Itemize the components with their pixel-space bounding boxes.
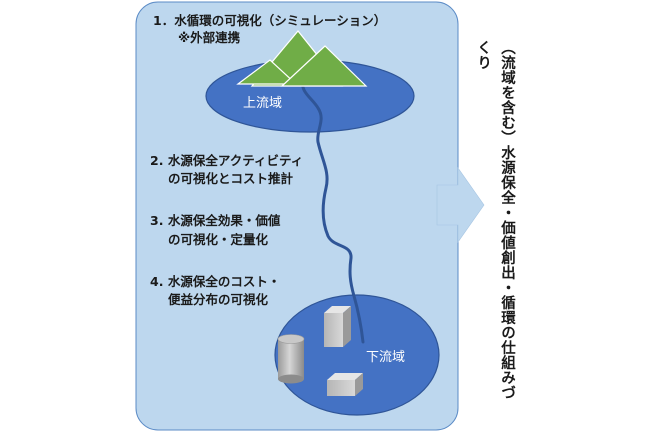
item-4-line-1: 水源保全のコスト・ bbox=[167, 274, 281, 289]
upstream-label: 上流域 bbox=[243, 96, 283, 111]
downstream-label: 下流域 bbox=[366, 350, 406, 365]
tall-building-icon bbox=[324, 306, 351, 347]
item-3-label: 3. 水源保全効果・価値 bbox=[150, 212, 280, 229]
item-2-number: 2. bbox=[150, 153, 164, 168]
item-4-number: 4. bbox=[150, 274, 164, 289]
downstream-region bbox=[274, 294, 440, 416]
low-building-icon bbox=[327, 373, 363, 396]
item-3-line-2: の可視化・定量化 bbox=[168, 232, 269, 247]
item-2-line-2: の可視化とコスト推計 bbox=[168, 171, 294, 186]
river-line bbox=[301, 78, 365, 344]
item-1-number: 1． bbox=[153, 13, 175, 28]
item-1-line-1: 水循環の可視化（シミュレーション） bbox=[174, 13, 387, 28]
cylinder-building-icon bbox=[277, 334, 305, 384]
item-2-line-1: 水源保全アクティビティ bbox=[167, 153, 304, 168]
item-2-label: 2. 水源保全アクティビティ bbox=[150, 152, 303, 169]
result-caption: （流域を含む）水源保全・価値創出・循環の仕組みづくり bbox=[475, 40, 515, 400]
result-arrow bbox=[436, 167, 485, 243]
item-4-line-2: 便益分布の可視化 bbox=[168, 292, 269, 307]
item-3-number: 3. bbox=[150, 213, 164, 228]
item-1-note: ※外部連携 bbox=[178, 30, 241, 45]
item-1-label: 1．水循環の可視化（シミュレーション） bbox=[153, 12, 386, 29]
item-4-label: 4. 水源保全のコスト・ bbox=[150, 273, 280, 290]
mountain-icon bbox=[236, 30, 368, 87]
item-3-line-1: 水源保全効果・価値 bbox=[167, 213, 281, 228]
